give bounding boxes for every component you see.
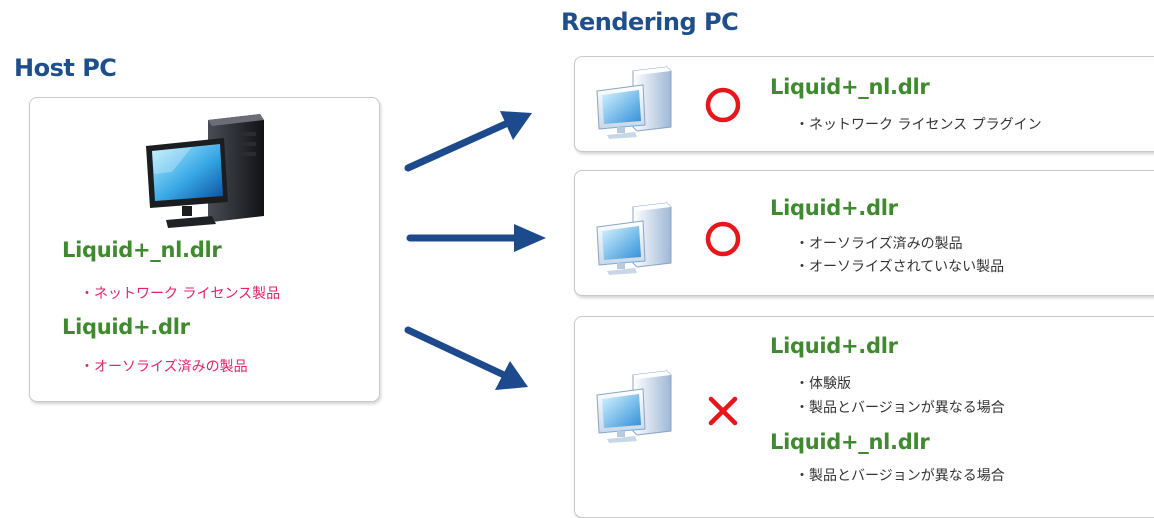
host-note-network: ・ネットワーク ライセンス製品 <box>80 286 281 302</box>
arrow-to-card-2 <box>406 224 546 252</box>
arrow-to-card-3 <box>404 326 528 390</box>
card3-note-1: ・体験版 <box>795 376 851 392</box>
client-pc-icon <box>596 202 672 275</box>
host-pc-title: Host PC <box>14 54 117 82</box>
card3-file-1: Liquid+.dlr <box>770 334 898 358</box>
host-file-network: Liquid+_nl.dlr <box>62 238 222 262</box>
card1-note-1: ・ネットワーク ライセンス プラグイン <box>795 117 1042 133</box>
rendering-pc-title: Rendering PC <box>561 8 739 36</box>
client-pc-icon <box>596 370 672 443</box>
ok-circle-icon <box>705 221 741 257</box>
host-file-standard: Liquid+.dlr <box>62 315 190 339</box>
ok-circle-icon <box>705 87 741 123</box>
card2-note-1: ・オーソライズ済みの製品 <box>795 236 963 252</box>
card3-note-3: ・製品とバージョンが異なる場合 <box>795 468 1005 484</box>
card2-file: Liquid+.dlr <box>770 196 898 220</box>
rendering-card-standard: Liquid+.dlr ・オーソライズ済みの製品 ・オーソライズされていない製品 <box>574 170 1154 296</box>
host-note-standard: ・オーソライズ済みの製品 <box>80 359 248 375</box>
card3-file-2: Liquid+_nl.dlr <box>770 430 930 454</box>
card1-file: Liquid+_nl.dlr <box>770 75 930 99</box>
rendering-card-network: Liquid+_nl.dlr ・ネットワーク ライセンス プラグイン <box>574 56 1154 152</box>
desktop-tower-monitor-icon <box>146 114 264 228</box>
card3-note-2: ・製品とバージョンが異なる場合 <box>795 400 1005 416</box>
host-pc-card: Liquid+_nl.dlr ・ネットワーク ライセンス製品 Liquid+.d… <box>29 97 380 402</box>
rendering-card-unsupported: Liquid+.dlr ・体験版 ・製品とバージョンが異なる場合 Liquid+… <box>574 316 1154 518</box>
client-pc-icon <box>596 66 672 139</box>
arrows-layer <box>404 111 546 390</box>
ng-cross-icon <box>708 396 738 426</box>
card2-note-2: ・オーソライズされていない製品 <box>795 259 1005 275</box>
arrow-to-card-1 <box>404 111 532 172</box>
